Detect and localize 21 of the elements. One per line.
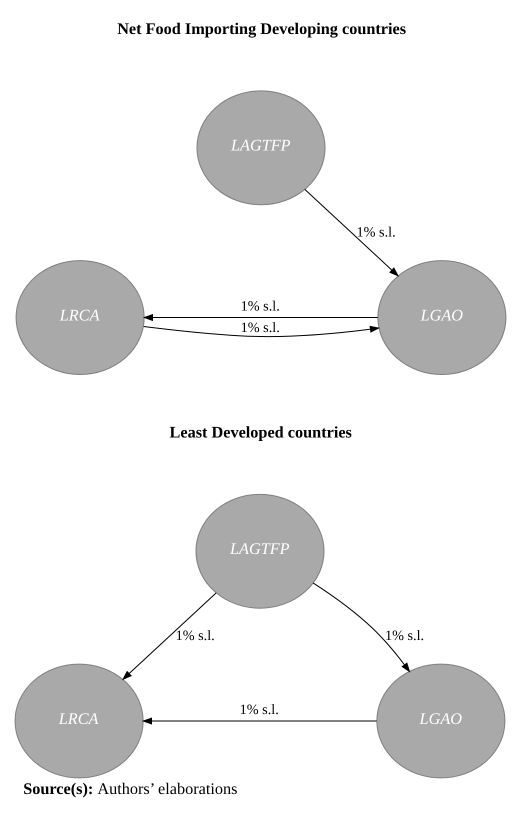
node-ellipse: LRCA — [15, 260, 144, 375]
label: Least Developed countries — [169, 423, 352, 442]
arrow — [312, 582, 410, 673]
arrow — [142, 314, 378, 322]
edge-label: 1% s.l. — [384, 628, 424, 644]
node-ellipse: LAGTFP — [196, 90, 326, 206]
edge-label: 1% s.l. — [240, 320, 280, 336]
arrow — [141, 717, 376, 725]
node-ellipse: LRCA — [14, 664, 144, 778]
label: Net Food Importing Developing countries — [116, 20, 406, 38]
edge-label: 1% s.l. — [175, 628, 214, 644]
caption: Source(s): Authors’ elaborations — [22, 780, 237, 798]
edge-label: 1% s.l. — [239, 702, 278, 718]
node-ellipse: LGAO — [376, 664, 505, 778]
node-ellipse: LGAO — [376, 260, 506, 375]
node-ellipse: LAGTFP — [194, 494, 324, 609]
arrow — [121, 592, 216, 680]
arrow — [304, 189, 399, 277]
edge-label: 1% s.l. — [356, 224, 396, 240]
arrow — [143, 326, 380, 338]
edge-label: 1% s.l. — [240, 298, 280, 315]
